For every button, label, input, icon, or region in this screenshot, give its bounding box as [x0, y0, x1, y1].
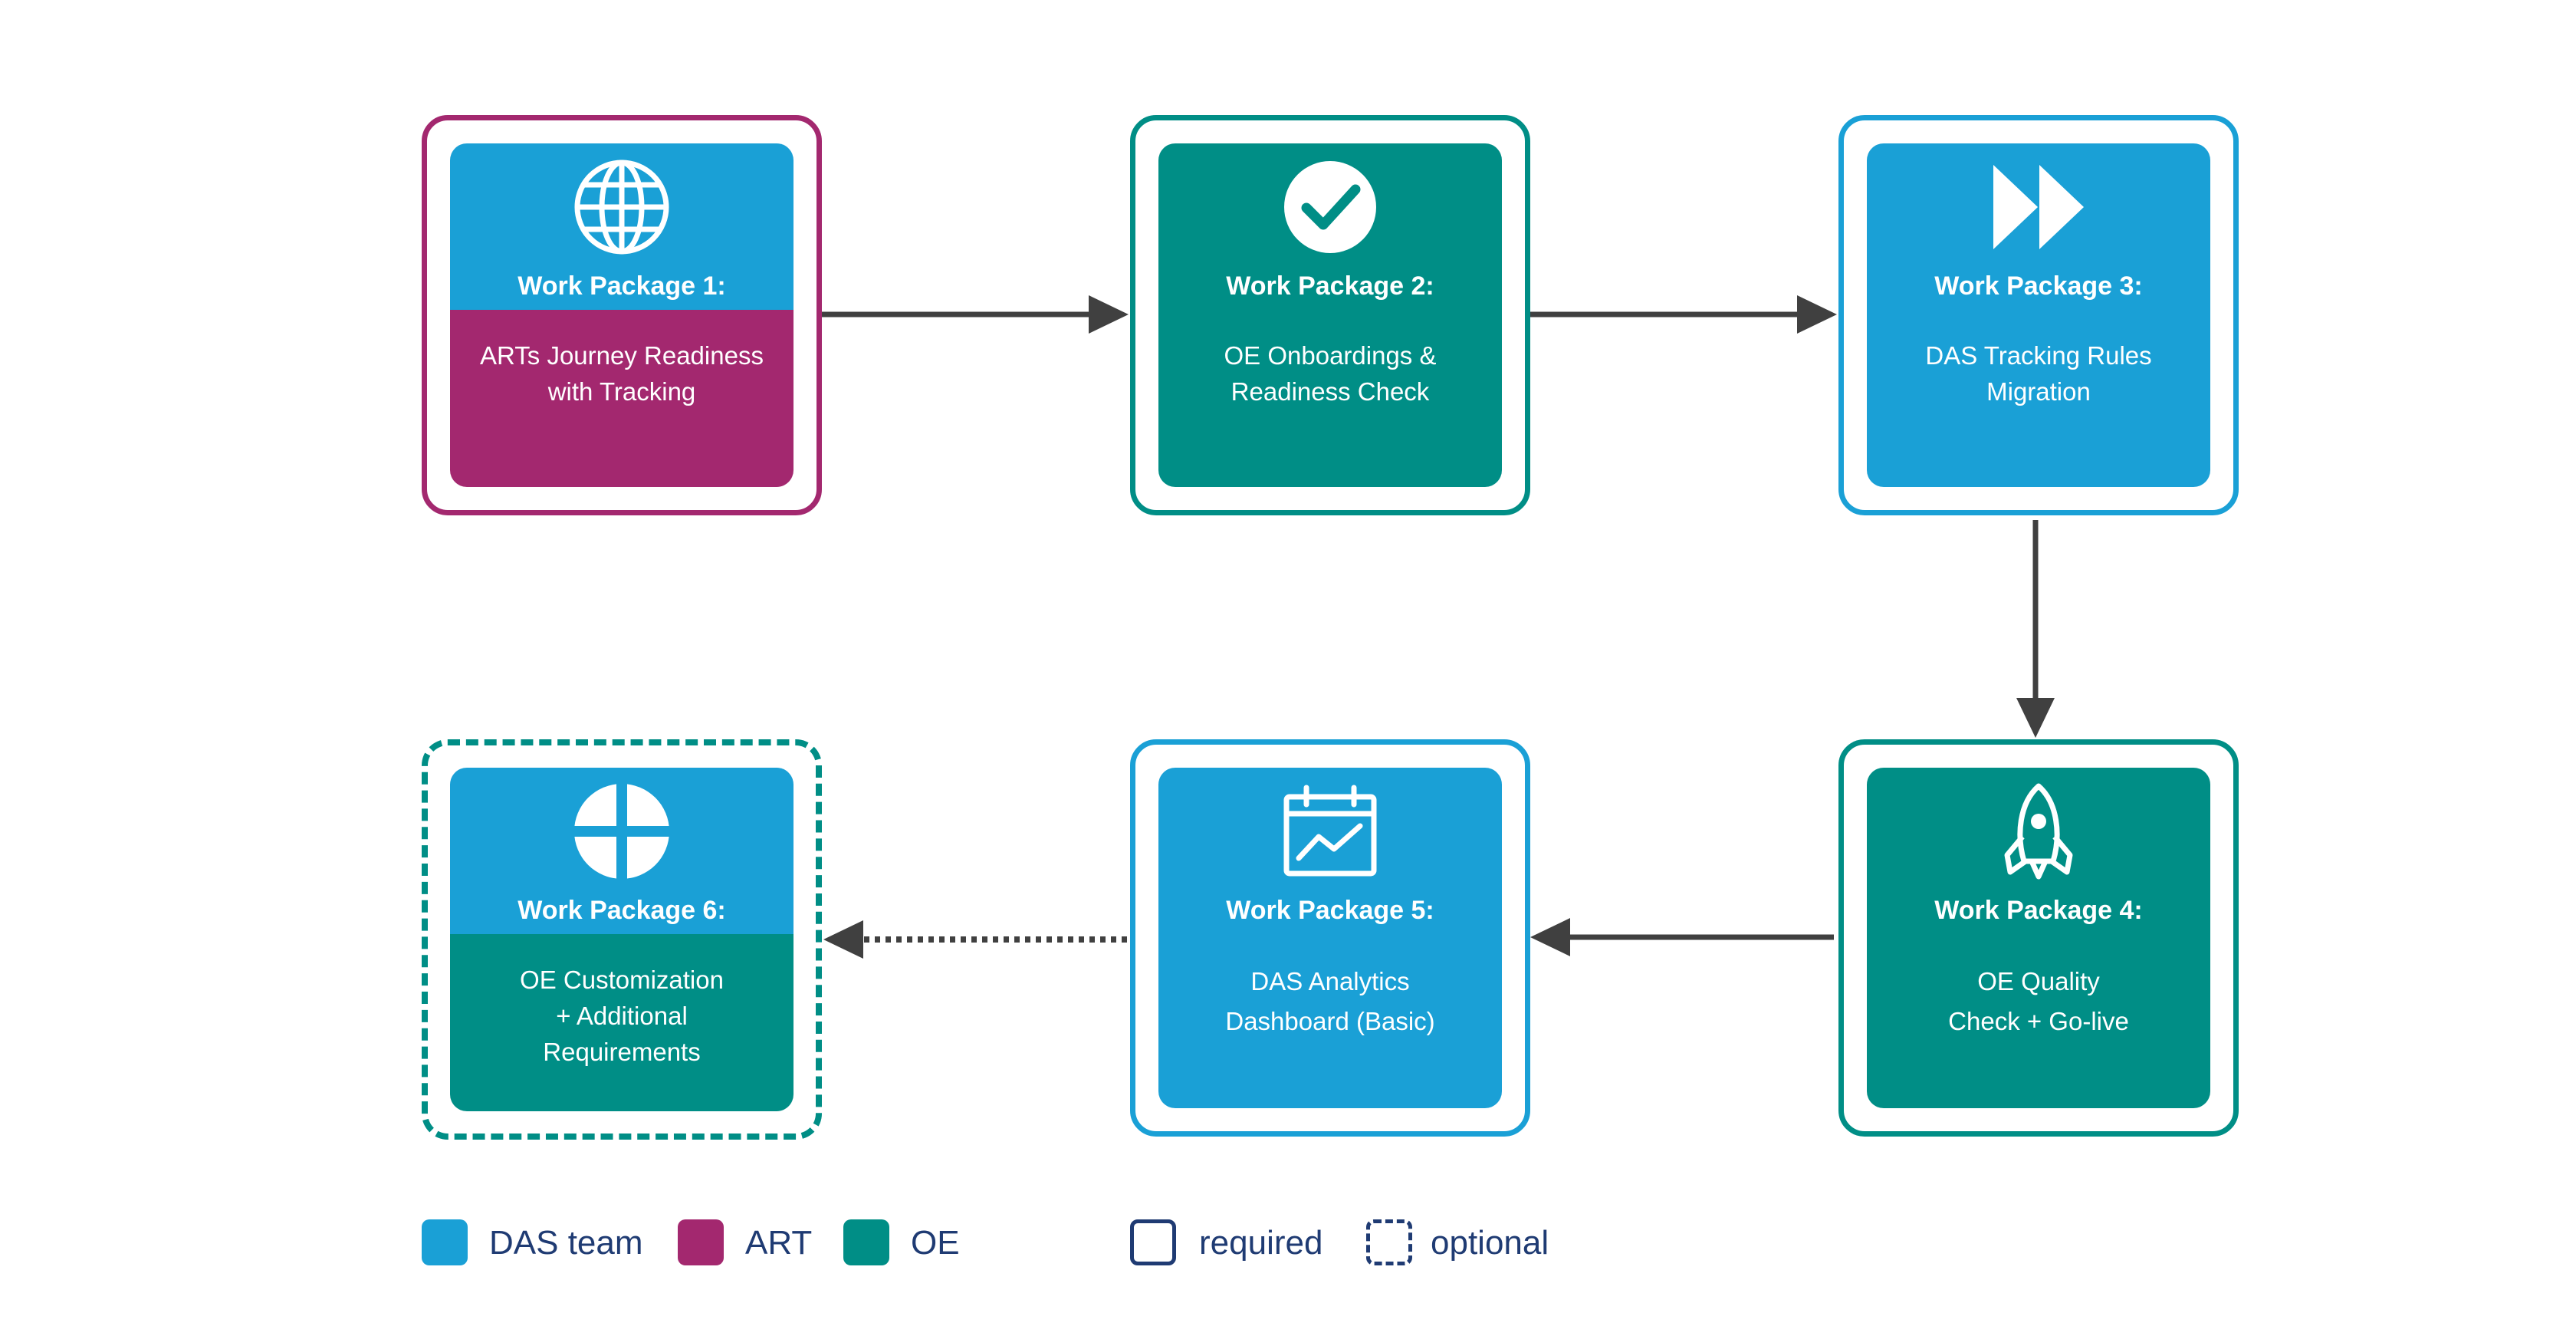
work-package-2: Work Package 2: OE Onboardings & Readine…	[1130, 115, 1530, 515]
work-package-3-card: Work Package 3: DAS Tracking Rules Migra…	[1867, 143, 2210, 487]
description-line: OE Quality	[1977, 967, 2100, 995]
work-package-1: Work Package 1: ARTs Journey Readiness w…	[422, 115, 822, 515]
team-section-art	[450, 310, 794, 487]
work-package-5-card: Work Package 5: DAS Analytics Dashboard …	[1158, 768, 1502, 1108]
plus-circle-icon	[572, 781, 672, 881]
work-package-5-description: DAS Analytics Dashboard (Basic)	[1181, 962, 1479, 1041]
team-section-oe	[1867, 934, 2210, 1108]
description-line: Migration	[1986, 377, 2091, 406]
legend-label-required: required	[1199, 1224, 1323, 1262]
legend-swatch-optional	[1366, 1219, 1412, 1265]
legend-label-art: ART	[745, 1224, 813, 1262]
check-circle-icon	[1284, 161, 1376, 253]
legend: DAS team ART OE required optional	[0, 1217, 2576, 1268]
team-section-oe	[1158, 310, 1502, 487]
description-line: OE Onboardings &	[1224, 341, 1437, 370]
legend-swatch-required	[1130, 1219, 1176, 1265]
work-package-4-card: Work Package 4: OE Quality Check + Go-li…	[1867, 768, 2210, 1108]
description-line: ARTs Journey Readiness	[480, 341, 764, 370]
work-package-5-label: Work Package 5:	[1226, 896, 1434, 925]
work-package-1-description: ARTs Journey Readiness with Tracking	[473, 337, 770, 410]
description-line: Check + Go-live	[1948, 1007, 2129, 1035]
work-package-6: Work Package 6: OE Customization + Addit…	[422, 739, 822, 1140]
description-line: DAS Analytics	[1250, 967, 1410, 995]
description-line: Dashboard (Basic)	[1225, 1007, 1435, 1035]
calendar-chart-icon	[1283, 785, 1377, 877]
work-package-5: Work Package 5: DAS Analytics Dashboard …	[1130, 739, 1530, 1137]
arrow-wp1-to-wp2	[822, 295, 1129, 334]
legend-label-oe: OE	[911, 1224, 960, 1262]
work-package-6-description: OE Customization + Additional Requiremen…	[473, 962, 770, 1070]
work-package-1-label: Work Package 1:	[518, 271, 726, 301]
legend-swatch-art	[678, 1219, 724, 1265]
legend-label-das-team: DAS team	[489, 1224, 643, 1262]
work-package-2-description: OE Onboardings & Readiness Check	[1181, 337, 1479, 410]
legend-swatch-das-team	[422, 1219, 468, 1265]
arrow-wp4-to-wp5	[1530, 918, 1834, 956]
work-package-2-label: Work Package 2:	[1226, 271, 1434, 301]
description-line: Requirements	[543, 1038, 701, 1066]
work-package-6-card: Work Package 6: OE Customization + Addit…	[450, 768, 794, 1111]
legend-label-optional: optional	[1431, 1224, 1549, 1262]
work-package-3-label: Work Package 3:	[1934, 271, 2143, 301]
legend-swatch-oe	[843, 1219, 889, 1265]
work-package-4-description: OE Quality Check + Go-live	[1890, 962, 2187, 1041]
description-line: OE Customization	[520, 966, 724, 994]
fast-forward-icon	[1993, 165, 2084, 249]
team-section-das	[1867, 143, 2210, 310]
work-package-3: Work Package 3: DAS Tracking Rules Migra…	[1838, 115, 2239, 515]
description-line: DAS Tracking Rules	[1925, 341, 2152, 370]
globe-icon	[574, 160, 669, 255]
description-line: with Tracking	[547, 377, 696, 406]
description-line: + Additional	[556, 1002, 688, 1030]
work-package-6-label: Work Package 6:	[518, 896, 726, 925]
team-section-oe	[450, 934, 794, 1111]
arrow-wp5-to-wp6	[823, 920, 1127, 959]
work-package-2-card: Work Package 2: OE Onboardings & Readine…	[1158, 143, 1502, 487]
arrow-wp2-to-wp3	[1530, 295, 1837, 334]
team-section-das	[1158, 934, 1502, 1108]
work-package-1-card: Work Package 1: ARTs Journey Readiness w…	[450, 143, 794, 487]
team-section-oe	[1867, 768, 2210, 934]
rocket-icon	[2004, 783, 2073, 880]
description-line: Readiness Check	[1230, 377, 1430, 406]
work-package-4: Work Package 4: OE Quality Check + Go-li…	[1838, 739, 2239, 1137]
team-section-das	[1867, 310, 2210, 487]
arrow-wp3-to-wp4	[2016, 520, 2055, 738]
work-package-3-description: DAS Tracking Rules Migration	[1890, 337, 2187, 410]
work-package-4-label: Work Package 4:	[1934, 896, 2143, 925]
